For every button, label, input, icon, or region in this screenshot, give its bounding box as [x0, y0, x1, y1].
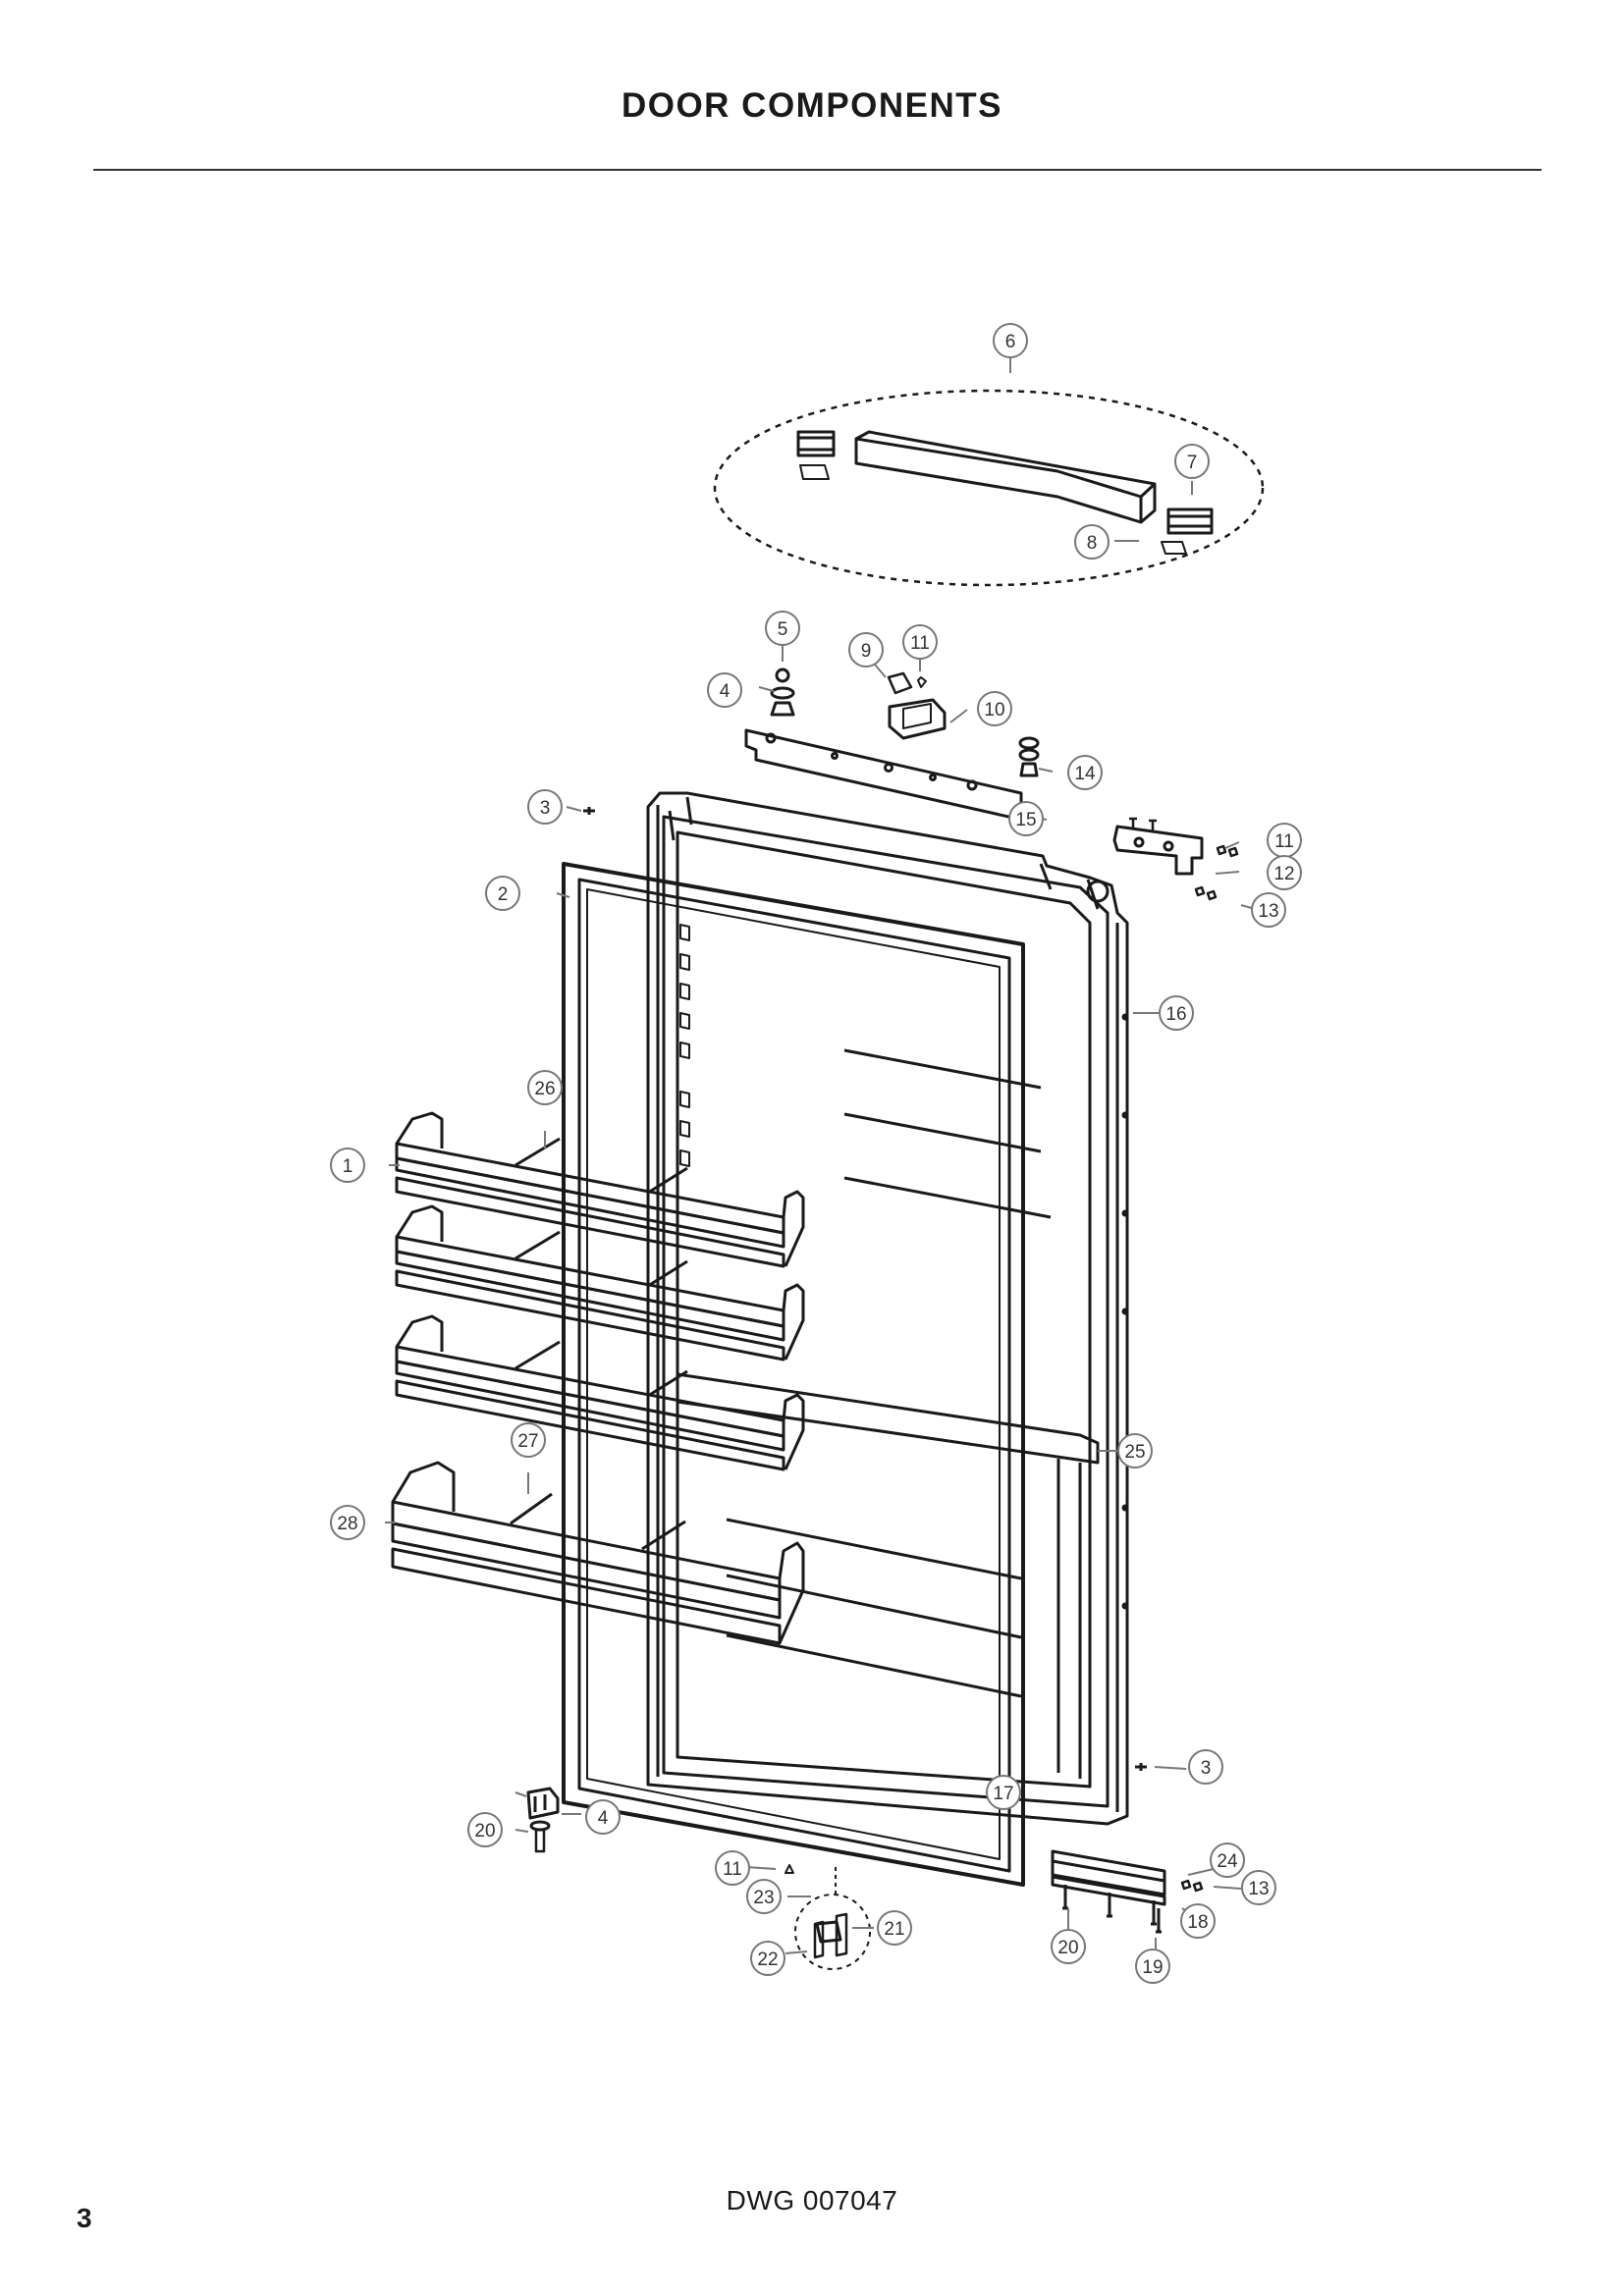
callout-label: 3 — [1201, 1758, 1212, 1779]
callout-label: 18 — [1187, 1912, 1208, 1933]
callout-label: 25 — [1124, 1442, 1145, 1463]
callout-label: 1 — [343, 1156, 353, 1177]
callout-label: 13 — [1248, 1879, 1269, 1899]
callout-label: 20 — [474, 1821, 495, 1842]
callout-label: 11 — [1274, 831, 1294, 852]
callout-label: 24 — [1217, 1851, 1238, 1872]
callout-label: 3 — [540, 798, 551, 819]
door-shelf-large — [391, 1461, 805, 1645]
callout-label: 9 — [861, 641, 872, 662]
callout-4: 4 — [585, 1799, 621, 1835]
callout-10: 10 — [977, 691, 1012, 726]
callout-5: 5 — [765, 611, 800, 646]
hinge-cover-assembly — [713, 389, 1265, 587]
callout-21: 21 — [877, 1910, 912, 1946]
callout-label: 15 — [1015, 810, 1036, 830]
callout-label: 10 — [984, 700, 1004, 721]
callout-15: 15 — [1008, 801, 1044, 836]
callout-14: 14 — [1067, 755, 1103, 790]
callout-7: 7 — [1174, 444, 1210, 479]
callout-11: 11 — [715, 1850, 750, 1886]
callout-23: 23 — [746, 1879, 782, 1914]
callout-22: 22 — [750, 1941, 785, 1976]
callout-label: 6 — [1005, 332, 1016, 352]
door-gasket — [562, 862, 1025, 1887]
callout-2: 2 — [485, 876, 520, 911]
door-shelf-1 — [395, 1111, 805, 1268]
callout-17: 17 — [986, 1775, 1021, 1810]
callout-3: 3 — [527, 789, 563, 825]
magnet-detail — [785, 1864, 871, 1970]
callout-label: 2 — [498, 884, 509, 905]
callout-1: 1 — [330, 1148, 365, 1183]
callout-13: 13 — [1251, 892, 1286, 928]
callout-3: 3 — [1188, 1749, 1223, 1785]
callout-label: 26 — [534, 1079, 555, 1099]
callout-label: 20 — [1057, 1938, 1078, 1958]
title-rule — [93, 169, 1542, 171]
callout-24: 24 — [1210, 1842, 1245, 1878]
latch-block — [887, 671, 947, 740]
callout-label: 4 — [598, 1808, 609, 1829]
callout-9: 9 — [848, 632, 884, 667]
callout-label: 17 — [993, 1784, 1013, 1804]
callout-12: 12 — [1267, 855, 1302, 890]
callout-20: 20 — [1051, 1929, 1086, 1964]
right-hinge-plate — [1112, 817, 1239, 901]
callout-label: 27 — [517, 1431, 538, 1452]
callout-18: 18 — [1180, 1903, 1216, 1939]
page-title: DOOR COMPONENTS — [621, 86, 1003, 125]
page-number: 3 — [77, 2203, 92, 2233]
callout-28: 28 — [330, 1505, 365, 1540]
callout-label: 28 — [337, 1514, 357, 1534]
callout-label: 13 — [1258, 901, 1278, 922]
bottom-hinge-left — [526, 1787, 560, 1853]
callout-label: 5 — [778, 619, 788, 640]
callout-label: 23 — [753, 1888, 774, 1908]
callout-label: 22 — [757, 1949, 778, 1970]
callout-label: 12 — [1273, 864, 1294, 884]
callout-26: 26 — [527, 1070, 563, 1105]
callout-25: 25 — [1117, 1433, 1153, 1468]
callout-8: 8 — [1074, 524, 1110, 560]
callout-label: 14 — [1074, 764, 1096, 784]
callout-label: 19 — [1142, 1957, 1163, 1978]
callout-13: 13 — [1241, 1870, 1276, 1905]
callout-19: 19 — [1135, 1949, 1170, 1984]
callout-label: 7 — [1187, 453, 1198, 473]
callout-11: 11 — [1267, 823, 1302, 858]
callout-11: 11 — [902, 624, 938, 660]
callout-label: 4 — [720, 681, 731, 702]
callout-4: 4 — [707, 672, 742, 708]
callout-label: 11 — [723, 1859, 742, 1880]
callout-label: 11 — [910, 633, 930, 654]
callout-label: 8 — [1087, 533, 1098, 554]
door-outer-panel — [646, 791, 1129, 1826]
door-shelf-2 — [395, 1204, 805, 1362]
leader-lines — [385, 351, 1256, 1957]
bottom-hinge-right — [1051, 1849, 1204, 1934]
callout-27: 27 — [511, 1422, 546, 1458]
callout-16: 16 — [1159, 995, 1194, 1031]
drawing-number: DWG 007047 — [726, 2185, 898, 2216]
door-shelf-3 — [395, 1314, 805, 1471]
callout-label: 16 — [1165, 1004, 1186, 1025]
callout-6: 6 — [993, 323, 1028, 358]
callout-20: 20 — [467, 1812, 503, 1847]
callout-label: 21 — [884, 1919, 904, 1940]
